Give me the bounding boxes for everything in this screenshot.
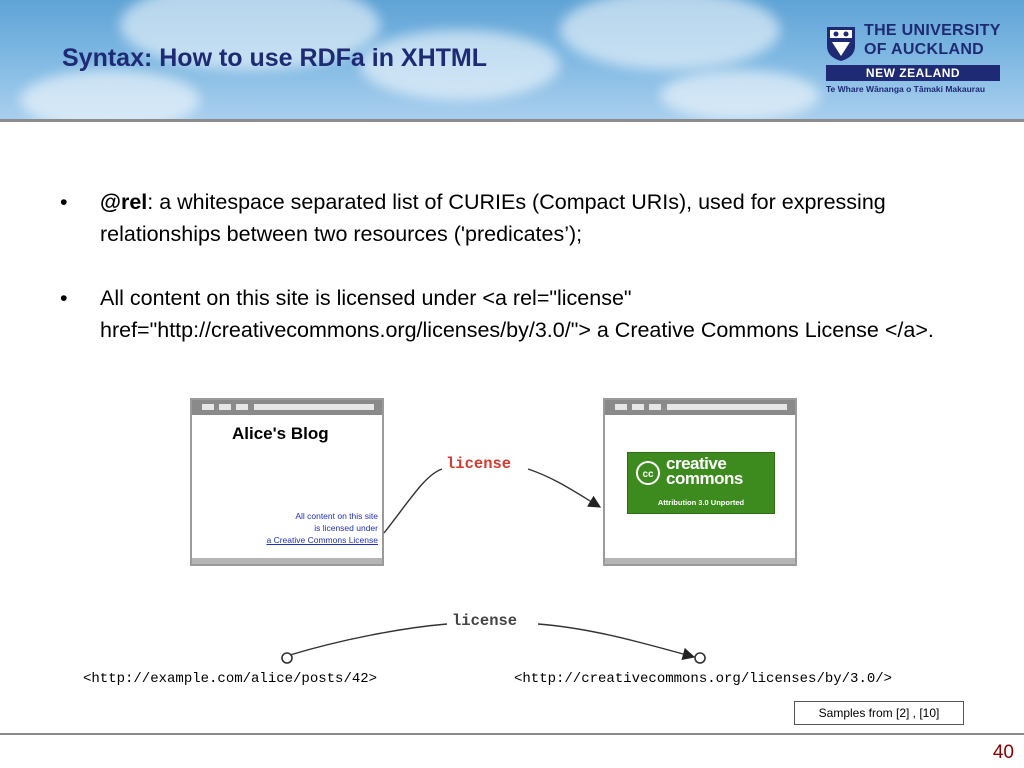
crest-icon (827, 27, 855, 61)
header-divider (0, 119, 1024, 122)
sky-cloud (120, 0, 380, 70)
window-button-icon (632, 404, 644, 410)
subject-node-icon (281, 652, 293, 664)
cc-browser-window: cc creative commons Attribution 3.0 Unpo… (603, 398, 797, 566)
window-button-icon (236, 404, 248, 410)
bullet-marker: • (60, 286, 68, 310)
address-bar (667, 404, 787, 410)
license-relation-label: license (446, 455, 512, 473)
license-predicate-label: license (452, 612, 518, 630)
rel-description: : a whitespace separated list of CURIEs … (100, 190, 886, 246)
blog-license-text: All content on this site (295, 511, 378, 521)
cc-word-creative: creative (666, 454, 727, 473)
university-logo: THE UNIVERSITY OF AUCKLAND NEW ZEALAND T… (826, 22, 1004, 102)
cc-attribution: Attribution 3.0 Unported (657, 498, 745, 507)
browser-toolbar (605, 400, 795, 415)
window-button-icon (219, 404, 231, 410)
example-markup: All content on this site is licensed und… (100, 286, 934, 342)
blog-license-link[interactable]: a Creative Commons License (266, 535, 379, 545)
object-node-icon (694, 652, 706, 664)
creative-commons-badge: cc creative commons Attribution 3.0 Unpo… (627, 452, 775, 514)
logo-line-1: THE UNIVERSITY (864, 22, 1001, 39)
blog-license-text: is licensed under (314, 523, 378, 533)
bullet-item-example: • All content on this site is licensed u… (60, 282, 960, 346)
browser-toolbar (192, 400, 382, 415)
bullet-list: • @rel: a whitespace separated list of C… (60, 186, 960, 378)
sky-cloud (560, 0, 780, 70)
samples-reference: Samples from [2] , [10] (794, 701, 964, 725)
cc-logo-icon: cc (636, 461, 660, 485)
logo-band: NEW ZEALAND (826, 65, 1000, 81)
page-number: 40 (992, 742, 1014, 763)
address-bar (254, 404, 374, 410)
cc-word-commons: commons (666, 469, 743, 488)
arrow-line-right (527, 468, 602, 508)
logo-line-2: OF AUCKLAND (864, 41, 985, 58)
bullet-item-rel: • @rel: a whitespace separated list of C… (60, 186, 960, 250)
page-title: Syntax: How to use RDFa in XHTML (62, 44, 488, 72)
logo-maori-name: Te Whare Wānanga o Tāmaki Makaurau (826, 84, 986, 94)
graph-edge-left (289, 623, 448, 656)
sky-cloud (360, 30, 560, 100)
graph-edge-right (537, 623, 696, 661)
blog-title: Alice's Blog (232, 424, 329, 443)
window-button-icon (615, 404, 627, 410)
arrow-line-left (383, 468, 443, 534)
browser-footer (192, 558, 382, 564)
sky-cloud (20, 70, 200, 120)
object-uri: <http://creativecommons.org/licenses/by/… (514, 671, 893, 687)
blog-browser-window: Alice's Blog All content on this site is… (190, 398, 384, 566)
footer-divider (0, 733, 1024, 735)
window-button-icon (649, 404, 661, 410)
subject-uri: <http://example.com/alice/posts/42> (83, 671, 378, 687)
sky-cloud (660, 70, 820, 120)
rel-attribute-term: @rel (100, 190, 148, 214)
bullet-marker: • (60, 190, 68, 214)
slide-header (0, 0, 1024, 120)
window-button-icon (202, 404, 214, 410)
browser-footer (605, 558, 795, 564)
